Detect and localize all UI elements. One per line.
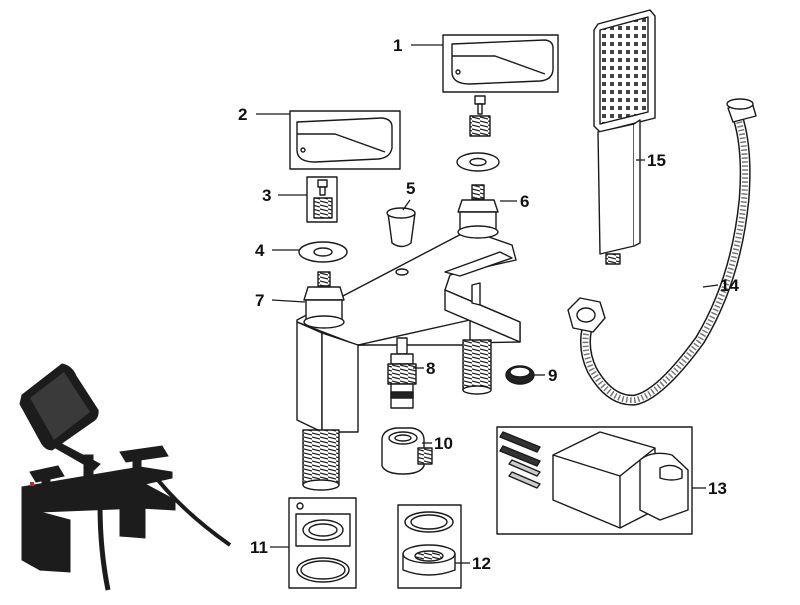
product-photo-black-mixer xyxy=(19,363,232,591)
leader-lines xyxy=(256,44,719,564)
tap-right-leg xyxy=(462,339,492,391)
label-part-4: 4 xyxy=(255,241,265,260)
part-9-cap xyxy=(505,365,535,385)
label-part-6: 6 xyxy=(520,192,529,211)
part-2-lever-handle xyxy=(289,110,401,170)
label-part-8: 8 xyxy=(426,359,435,378)
part-11-seal-set xyxy=(288,497,357,589)
label-part-14: 14 xyxy=(720,276,739,295)
part-10-hose-connector xyxy=(381,427,433,475)
part-8-diverter-cartridge xyxy=(387,337,417,409)
label-part-15: 15 xyxy=(647,151,666,170)
part-14-shower-hose xyxy=(567,98,757,406)
label-part-3: 3 xyxy=(262,186,271,205)
label-part-12: 12 xyxy=(472,554,491,573)
label-part-9: 9 xyxy=(548,366,557,385)
part-15-hand-shower xyxy=(593,9,656,265)
part-1-screw-and-nut xyxy=(469,95,491,137)
part-4-washer xyxy=(298,241,348,263)
tap-left-leg xyxy=(302,429,340,486)
part-5-cap xyxy=(386,207,416,248)
tap-body xyxy=(296,229,521,433)
label-part-5: 5 xyxy=(406,179,415,198)
part-1-lever-handle xyxy=(442,34,559,93)
label-part-13: 13 xyxy=(708,479,727,498)
part-6-cartridge xyxy=(457,184,499,239)
label-part-2: 2 xyxy=(238,105,247,124)
label-part-1: 1 xyxy=(393,36,402,55)
part-number-labels: 1 2 3 4 5 6 7 8 9 10 11 12 13 14 15 xyxy=(238,36,739,573)
part-12-nut-set xyxy=(397,504,462,589)
label-part-11: 11 xyxy=(250,538,268,557)
label-part-10: 10 xyxy=(434,434,453,453)
part-7-cartridge xyxy=(303,271,345,329)
label-part-7: 7 xyxy=(255,291,264,310)
part-3-screw-and-nut xyxy=(306,176,338,223)
part-13-wall-bracket-kit xyxy=(496,426,693,535)
